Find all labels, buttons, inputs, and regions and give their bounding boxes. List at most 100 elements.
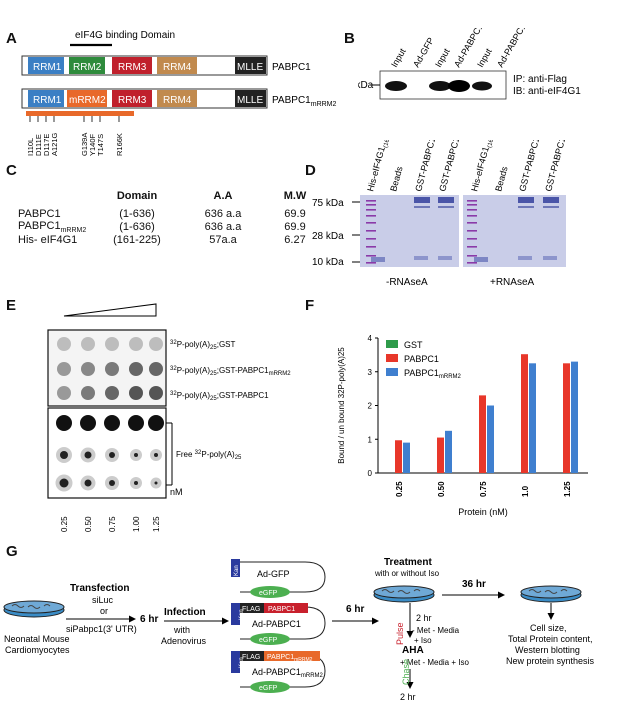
panel-letter-g: G bbox=[6, 543, 18, 560]
table-header-domain: Domain bbox=[116, 190, 158, 202]
emsa-dot bbox=[128, 415, 144, 431]
mut-rrm1-domain bbox=[28, 90, 64, 107]
time-2hr-b: 2 hr bbox=[400, 692, 416, 702]
or-label: or bbox=[100, 606, 108, 616]
mutation-label: I110L bbox=[26, 138, 35, 156]
emsa-dot bbox=[81, 337, 95, 351]
egfp-label: eGFP bbox=[259, 637, 278, 644]
gel-lane-label: GST-PABPC1 bbox=[413, 140, 437, 193]
y-tick-label: 1 bbox=[368, 435, 373, 444]
dish1-label-line2: Cardiomyocytes bbox=[5, 645, 70, 655]
wt-rrm1-label: RRM1 bbox=[33, 62, 62, 73]
blot-b-band-1 bbox=[385, 81, 407, 91]
blot-b-lane-label: Input bbox=[389, 46, 408, 69]
ladder-band bbox=[467, 200, 477, 202]
x-tick-label: 1.0 bbox=[521, 485, 530, 497]
conc-label: 0.25 bbox=[60, 516, 69, 532]
ladder-band bbox=[366, 238, 376, 240]
time-2hr: 2 hr bbox=[416, 613, 432, 623]
aha-label: AHA bbox=[402, 645, 424, 656]
y-axis-label: Bound / un bound 32P-poly(A)25 bbox=[337, 347, 346, 464]
output-total-protein: Total Protein content, bbox=[508, 634, 593, 644]
panel-b-western-blot: InputAd-GFPInputAd-PABPC1InputAd-PABPC1m… bbox=[358, 28, 581, 100]
emsa-dot bbox=[60, 451, 68, 459]
egfp-box bbox=[250, 633, 290, 645]
ladder-band bbox=[467, 222, 477, 224]
ladder-band bbox=[366, 255, 376, 257]
emsa-dots bbox=[55, 337, 164, 492]
bar bbox=[487, 405, 494, 473]
step2-time: 6 hr bbox=[346, 604, 364, 615]
kan-box bbox=[231, 603, 240, 625]
conc-label: 0.50 bbox=[84, 516, 93, 532]
emsa-dot bbox=[56, 415, 72, 431]
flag-label: FLAG bbox=[242, 606, 260, 613]
vector-ad-pabpc1 bbox=[231, 603, 326, 645]
emsa-dot bbox=[134, 453, 138, 457]
bar bbox=[395, 440, 402, 473]
emsa-dot bbox=[134, 481, 138, 485]
wt-mlle-domain bbox=[235, 57, 266, 74]
panel-letter-d: D bbox=[305, 162, 316, 179]
emsa-dot bbox=[149, 386, 163, 400]
gst-pabpc1-band bbox=[438, 206, 454, 208]
wt-construct-label: PABPC1 bbox=[272, 62, 311, 73]
emsa-dot bbox=[109, 452, 115, 458]
ladder-band bbox=[467, 262, 477, 264]
emsa-dot bbox=[154, 481, 158, 485]
row-name: His- eIF4G1 bbox=[18, 234, 78, 247]
legend-swatch bbox=[386, 340, 398, 348]
kan-box bbox=[231, 559, 240, 577]
final-dish bbox=[520, 585, 582, 603]
wt-rrm3-label: RRM3 bbox=[118, 62, 147, 73]
ladder-band bbox=[467, 255, 477, 257]
row-name: PABPC1mRRM2 bbox=[18, 220, 87, 235]
mut-mlle-label: MLLE bbox=[237, 95, 263, 106]
his-band bbox=[371, 257, 385, 262]
egfp-label: eGFP bbox=[259, 685, 278, 692]
table-header-row: Domain A.A M.W bbox=[14, 190, 324, 202]
ladder-band bbox=[366, 262, 376, 264]
conc-label: 0.75 bbox=[108, 516, 117, 532]
emsa-row-label-wt: 32P-poly(A)25;GST-PABPC1 bbox=[170, 391, 269, 402]
row-domain: (1-636) bbox=[119, 221, 155, 234]
panel-letter-b: B bbox=[344, 30, 355, 47]
mut-mrrm2-label: mRRM2 bbox=[69, 95, 106, 106]
emsa-dot bbox=[57, 362, 71, 376]
row-name: PABPC1 bbox=[18, 208, 61, 220]
wt-rrm3-domain bbox=[112, 57, 152, 74]
gst-pabpc1-band bbox=[543, 206, 559, 208]
bar bbox=[529, 363, 536, 473]
ladder-band bbox=[467, 230, 477, 232]
step3-time: 36 hr bbox=[462, 579, 486, 590]
kan-label: Kan bbox=[239, 609, 245, 620]
gst-pabpc1-band bbox=[414, 206, 430, 208]
vector-ad-gfp bbox=[231, 559, 326, 598]
wt-rrm2-label: RRM2 bbox=[73, 62, 102, 73]
mutation-label: T147S bbox=[96, 134, 105, 156]
cardiomyocyte-dish bbox=[3, 600, 65, 618]
bar bbox=[521, 354, 528, 473]
emsa-dot bbox=[149, 362, 163, 376]
mut-rrm1-label: RRM1 bbox=[33, 95, 62, 106]
legend-label: GST bbox=[404, 340, 423, 350]
wt-rrm4-label: RRM4 bbox=[163, 62, 192, 73]
emsa-dot bbox=[84, 479, 92, 487]
mutation-label: G139A bbox=[80, 133, 89, 156]
low-band bbox=[543, 256, 557, 260]
gel-lane-label: GST-PABPC1mRRM2 bbox=[543, 140, 575, 193]
ad-pabpc1-label: Ad-PABPC1 bbox=[252, 619, 301, 629]
gel-bands bbox=[366, 197, 559, 264]
emsa-dot bbox=[148, 415, 164, 431]
egfp-box bbox=[250, 681, 290, 693]
mutation-label: A121G bbox=[50, 132, 59, 156]
pabpc1-label: PABPC1 bbox=[268, 606, 295, 613]
mut-mrrm2-domain bbox=[67, 90, 107, 107]
emsa-dot bbox=[84, 451, 92, 459]
emsa-dot bbox=[57, 337, 71, 351]
mutation-region-bar bbox=[26, 111, 134, 116]
panel-a-domain-diagram: eIF4G binding Domain RRM1 RRM2 RRM3 RRM4… bbox=[21, 30, 337, 156]
ladder-band bbox=[366, 200, 376, 202]
infection-with: with bbox=[173, 625, 190, 635]
